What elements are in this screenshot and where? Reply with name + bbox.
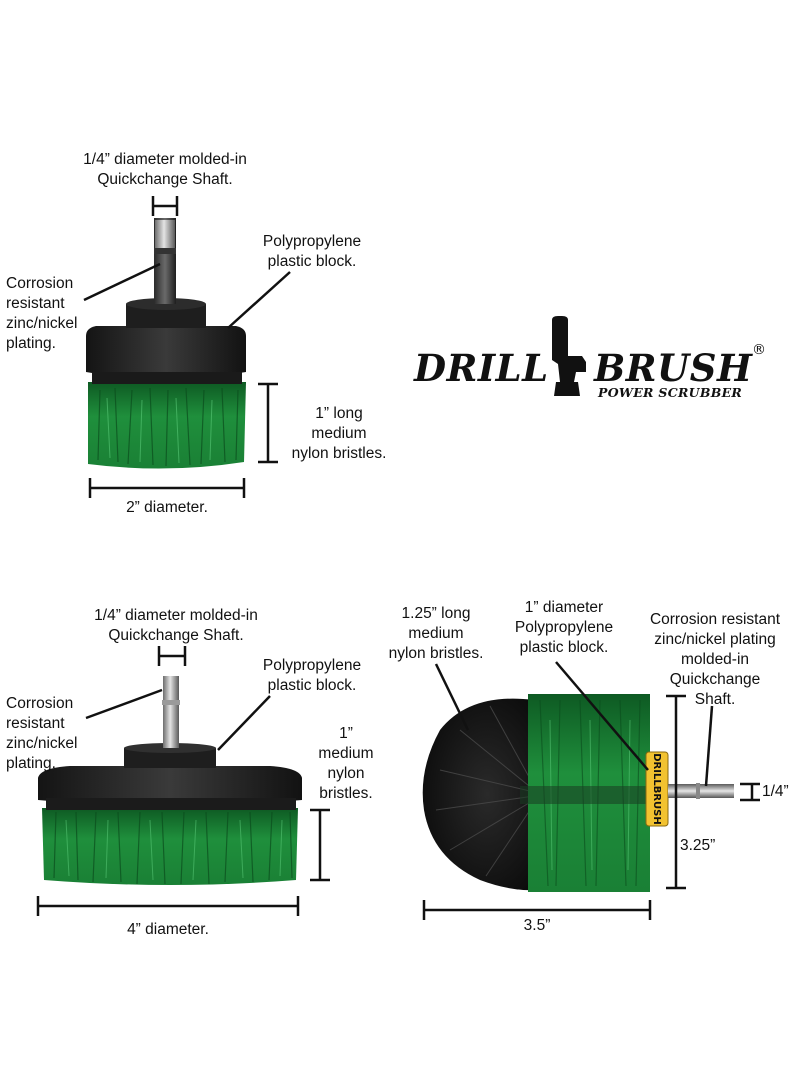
brush-round-width-dim: 3.5” (523, 917, 551, 934)
brush-4in-shaft (163, 676, 179, 748)
dimension-lines (36, 196, 760, 920)
logo-word-brush: BRUSH (594, 346, 753, 390)
brush-4in-plating-label: Corrosion resistant zinc/nickel plating. (6, 695, 78, 772)
brush-4in-block (38, 766, 302, 806)
brush-round-block-label: 1” diameter Polypropylene plastic block. (514, 599, 614, 656)
registered-mark: ® (752, 342, 766, 358)
drillbrush-logo: DRILL BRUSH ® POWER SCRUBBER (410, 316, 770, 416)
brush-round-shaft-label: Corrosion resistant zinc/nickel plating … (649, 611, 781, 708)
brush-4in-block-label: Polypropylene plastic block. (262, 657, 362, 694)
brush-round-black-bristles (422, 698, 540, 891)
brush-round-shaft-dim: 1/4” (762, 783, 789, 800)
brush-round: DRILLBRUSH (422, 694, 734, 892)
drill-logo-icon (552, 316, 586, 396)
brush-4in-bristle-label: 1” medium nylon bristles. (318, 725, 374, 802)
brush-4in-bristles (42, 808, 298, 885)
logo-tagline: POWER SCRUBBER (598, 385, 743, 400)
brush-2in-block (86, 326, 246, 379)
brush-2in-bristle-label: 1” long medium nylon bristles. (291, 405, 387, 462)
brush-2in-block-label: Polypropylene plastic block. (262, 233, 362, 270)
brush-4in (38, 676, 302, 885)
brush-4in-shaft-label: 1/4” diameter molded-in Quickchange Shaf… (94, 607, 258, 644)
brush-2in-shaft-label: 1/4” diameter molded-in Quickchange Shaf… (83, 151, 247, 188)
brush-2in (86, 218, 246, 469)
brush-round-bristle-label: 1.25” long medium nylon bristles. (388, 605, 484, 662)
brush-round-height-dim: 3.25” (680, 837, 716, 854)
logo-word-drill: DRILL (414, 346, 549, 390)
ring-text: DRILLBRUSH (651, 753, 662, 824)
brush-2in-plating-label: Corrosion resistant zinc/nickel plating. (6, 275, 78, 352)
brush-round-shaft (668, 784, 734, 798)
brush-4in-diameter-label: 4” diameter. (127, 921, 209, 938)
brush-2in-diameter-label: 2” diameter. (126, 499, 208, 516)
